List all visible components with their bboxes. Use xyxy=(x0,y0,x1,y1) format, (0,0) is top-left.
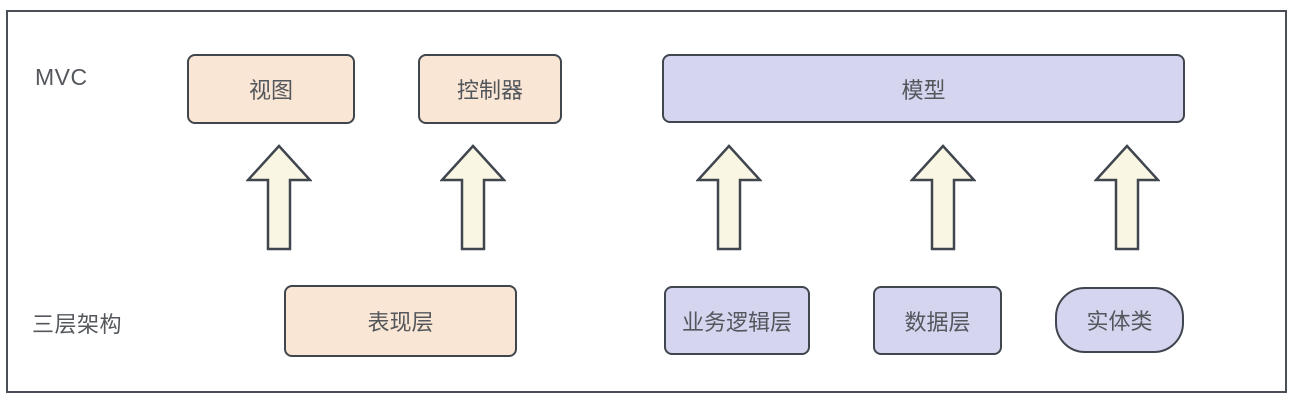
node-presentation: 表现层 xyxy=(284,285,517,357)
node-presentation-label: 表现层 xyxy=(367,310,434,335)
row-label-mvc: MVC xyxy=(35,64,88,90)
node-business-logic: 业务逻辑层 xyxy=(664,286,810,355)
arrow-up-icon xyxy=(696,144,762,251)
node-data-layer: 数据层 xyxy=(873,286,1002,355)
node-business-logic-label: 业务逻辑层 xyxy=(681,309,792,335)
node-entity-class: 实体类 xyxy=(1055,287,1184,353)
node-model: 模型 xyxy=(662,54,1185,123)
node-view: 视图 xyxy=(187,54,355,124)
node-controller-label: 控制器 xyxy=(456,78,523,103)
node-entity-class-label: 实体类 xyxy=(1086,309,1153,334)
row-label-three-tier: 三层架构 xyxy=(32,312,123,337)
arrow-up-icon xyxy=(910,144,976,251)
diagram-frame: MVC 三层架构 视图 控制器 模型 表现层 业务逻辑层 数据层 实体类 xyxy=(6,10,1287,393)
node-controller: 控制器 xyxy=(418,54,562,124)
arrow-up-icon xyxy=(1094,144,1160,251)
node-model-label: 模型 xyxy=(901,77,946,103)
node-data-layer-label: 数据层 xyxy=(904,309,971,335)
arrow-up-icon xyxy=(246,144,312,251)
node-view-label: 视图 xyxy=(248,78,293,103)
arrow-up-icon xyxy=(440,144,506,251)
